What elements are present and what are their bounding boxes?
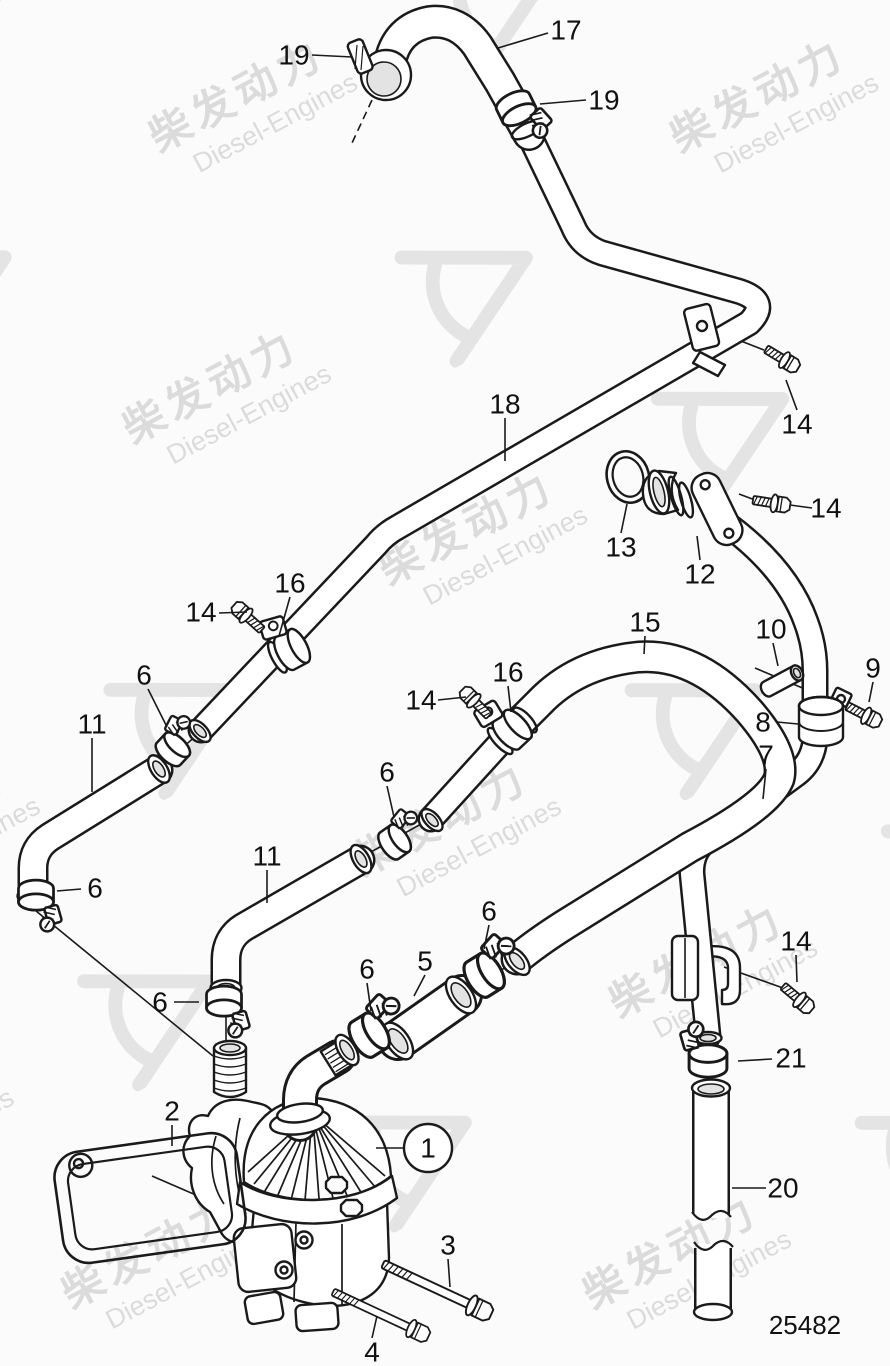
callout-label-19: 19 [278,40,309,71]
callouts-layer: 1917191418131214161461115161410987661165… [56,15,881,1366]
o-ring-13 [605,450,651,504]
callout-label-2: 2 [164,1096,180,1127]
callout-leader-15 [643,635,646,655]
figure-number: 25482 [769,1310,841,1340]
pipe-bracket-strap [670,934,700,1002]
callout-label-14: 14 [810,493,841,524]
callout-label-18: 18 [489,389,520,420]
callout-leader-8 [776,721,799,725]
callout-label-7: 7 [758,740,774,771]
callout-leader-12 [696,535,701,561]
gasket-2 [53,1131,247,1265]
bolt-14-flange [750,490,793,516]
clamp-6-hose11a-mouth [17,878,64,933]
callout-leader-5 [413,974,426,997]
callout-leader-14 [218,611,248,614]
callout-label-14: 14 [185,597,216,628]
callout-leader-10 [772,642,779,667]
clamp-8 [797,686,853,748]
pipe-18-bracket [682,302,727,378]
callout-label-5: 5 [417,946,433,977]
pump-outlet-elbow [269,1033,360,1138]
callout-label-14: 14 [781,409,812,440]
bolt-14-clamp16a [227,597,269,638]
callout-label-16: 16 [492,657,523,688]
callout-leader-6 [147,688,168,728]
callout-label-10: 10 [755,614,786,645]
callout-leader-13 [620,503,628,534]
callout-leader-9 [868,681,874,703]
callout-leader-4 [371,1315,378,1339]
callout-leader-6 [366,982,372,1012]
pipe-18 [186,124,758,746]
callout-label-6: 6 [87,873,103,904]
callout-leader-6 [56,888,82,892]
callout-label-6: 6 [481,896,497,927]
callout-label-11: 11 [77,709,106,740]
pipe-bracket-hook [694,945,742,1006]
flange-pipe-12 [641,469,744,547]
bolt-14-top-right [760,340,804,377]
callout-label-6: 6 [136,660,152,691]
callout-label-14: 14 [405,685,436,716]
pump-inlet-port [212,1039,248,1099]
callout-label-6: 6 [379,757,395,788]
callout-label-6: 6 [359,954,375,985]
hose-20 [690,1078,734,1322]
callout-leader-14 [785,379,798,411]
callout-label-21: 21 [775,1043,806,1074]
pump-bowl [232,1200,391,1333]
callout-leader-16 [278,596,291,637]
callout-leader-14 [795,954,798,983]
callout-label-1: 1 [420,1133,436,1164]
callout-label-15: 15 [629,607,660,638]
callout-label-14: 14 [780,926,811,957]
callout-leader-3 [447,1258,451,1288]
callout-label-6: 6 [152,987,168,1018]
callout-leader-21 [737,1058,773,1062]
bolt-9 [842,697,886,732]
hose-17 [359,22,545,143]
callout-label-9: 9 [865,653,881,684]
pump-assembly [182,1033,399,1333]
callout-leader-19 [311,54,353,58]
callout-leader-16 [507,685,512,713]
callout-label-13: 13 [605,532,636,563]
bolt-3 [377,1253,497,1326]
callout-label-12: 12 [684,559,715,590]
callout-label-8: 8 [755,707,771,738]
tube-15-end [418,731,511,835]
bolt-4 [328,1282,434,1346]
callout-label-17: 17 [550,15,581,46]
bolt-14-bracket [776,978,819,1018]
hose-11-center [209,843,376,996]
callout-label-16: 16 [274,568,305,599]
hose-15 [499,657,780,977]
callout-label-4: 4 [364,1337,380,1366]
clamp-19-upper [346,38,374,75]
callout-label-20: 20 [767,1173,798,1204]
callout-leader-6 [386,785,395,818]
callout-leader-7 [762,768,767,800]
callout-label-3: 3 [440,1230,456,1261]
callout-label-11: 11 [252,841,281,872]
spacer-10 [759,664,805,698]
callout-leader-14 [437,696,467,701]
hose-5 [377,971,482,1064]
callout-leader-6 [483,924,490,950]
callout-circle-1 [402,1122,454,1174]
callout-leader-17 [497,32,549,49]
callout-leader-14 [789,504,813,509]
callout-label-19: 19 [588,85,619,116]
clamp-6-hose11b-mouth [205,984,252,1039]
callout-leader-19 [539,99,587,105]
